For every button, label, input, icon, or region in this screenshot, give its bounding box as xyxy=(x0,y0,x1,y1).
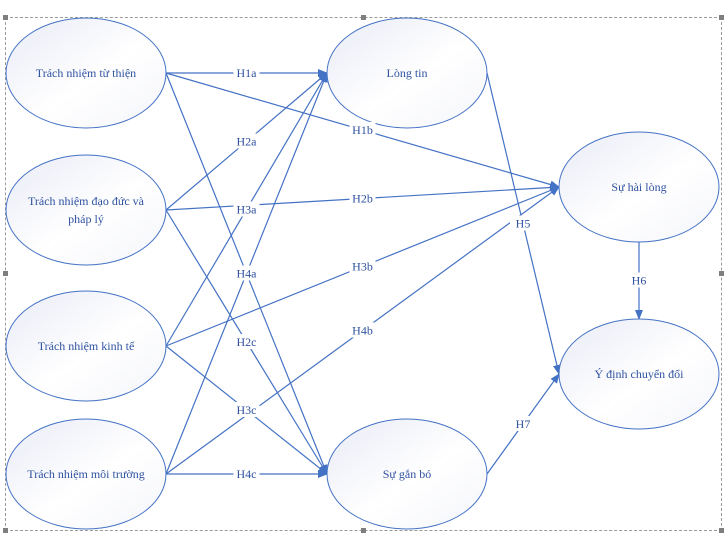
hypothesis-label: H1b xyxy=(352,123,373,137)
hypothesis-label: H4c xyxy=(237,467,257,481)
node-trust[interactable]: Lòng tin xyxy=(326,17,488,129)
hypothesis-label: H2c xyxy=(237,335,257,349)
edge-label-bg xyxy=(233,265,260,281)
node-label: pháp lý xyxy=(68,212,104,226)
node-ellipse[interactable] xyxy=(5,290,167,402)
node-ellipse[interactable] xyxy=(558,318,720,430)
node-label: Trách nhiệm kinh tế xyxy=(38,339,135,353)
edge-label-bg xyxy=(510,416,536,431)
hypothesis-label: H3b xyxy=(352,260,373,274)
node-label: Sự gắn bó xyxy=(383,467,432,481)
resize-handle[interactable] xyxy=(361,15,366,20)
node-ethical[interactable]: Trách nhiệm đạo đức và pháp lý xyxy=(5,154,167,266)
edge-label-bg xyxy=(510,215,536,231)
node-label: Lòng tin xyxy=(387,66,428,80)
edge-label-bg xyxy=(349,322,376,338)
node-label: Trách nhiệm môi trường xyxy=(27,467,144,481)
hypothesis-label: H2b xyxy=(352,192,373,206)
hypothesis-label: H2a xyxy=(237,135,258,149)
node-ellipse[interactable] xyxy=(5,418,167,530)
edge-label-bg xyxy=(349,258,376,274)
hypothesis-label: H6 xyxy=(632,274,647,288)
hypothesis-label: H7 xyxy=(516,417,531,431)
node-charity[interactable]: Trách nhiệm từ thiện xyxy=(5,17,167,129)
node-ellipse[interactable] xyxy=(326,17,488,129)
resize-handle[interactable] xyxy=(3,271,8,276)
node-label: Trách nhiệm từ thiện xyxy=(36,66,136,80)
resize-handle[interactable] xyxy=(719,15,724,20)
node-satisfaction[interactable]: Sự hài lòng xyxy=(558,131,720,243)
edge-label-bg xyxy=(233,466,260,481)
resize-handle[interactable] xyxy=(719,271,724,276)
resize-handle[interactable] xyxy=(719,528,724,533)
hypothesis-label: H3c xyxy=(237,403,257,417)
edge-label-bg xyxy=(626,272,652,288)
edge-label-bg xyxy=(349,122,376,137)
edge-label-bg xyxy=(233,201,260,217)
hypothesis-label: H3a xyxy=(237,203,258,217)
hypothesis-label: H5 xyxy=(516,217,531,231)
node-environment[interactable]: Trách nhiệm môi trường xyxy=(5,418,167,530)
edge-label-bg xyxy=(233,65,260,80)
resize-handle[interactable] xyxy=(3,15,8,20)
node-ellipse[interactable] xyxy=(5,17,167,129)
hypothesis-label: H4a xyxy=(237,267,258,281)
resize-handle[interactable] xyxy=(3,528,8,533)
edge-label-bg xyxy=(233,334,260,349)
edge-label-bg xyxy=(233,402,260,417)
hypothesis-label: H4b xyxy=(352,324,373,338)
node-engagement[interactable]: Sự gắn bó xyxy=(326,418,488,530)
node-ellipse[interactable] xyxy=(5,154,167,266)
edge-label-bg xyxy=(233,133,260,149)
resize-handle[interactable] xyxy=(361,528,366,533)
node-label: Trách nhiệm đạo đức và xyxy=(28,194,145,208)
hypothesis-label: H1a xyxy=(237,66,258,80)
node-ellipse[interactable] xyxy=(558,131,720,243)
node-label: Ý định chuyển đổi xyxy=(595,367,685,381)
edge-label-bg xyxy=(349,190,376,206)
node-intention[interactable]: Ý định chuyển đổi xyxy=(558,318,720,430)
node-label: Sự hài lòng xyxy=(611,180,666,194)
node-economic[interactable]: Trách nhiệm kinh tế xyxy=(5,290,167,402)
node-ellipse[interactable] xyxy=(326,418,488,530)
